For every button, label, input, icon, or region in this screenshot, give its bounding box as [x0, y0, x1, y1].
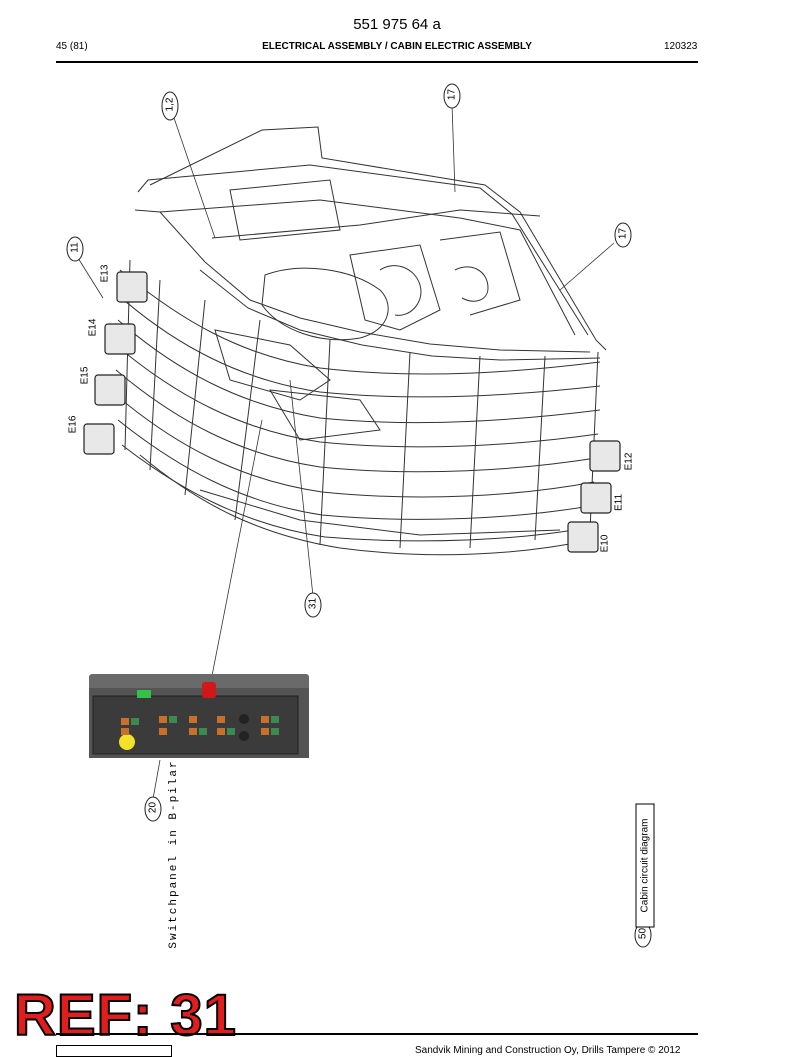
callout-17-top: 17: [446, 88, 458, 101]
callout-1-2: 1,2: [164, 97, 176, 112]
footer-copyright: Sandvik Mining and Construction Oy, Dril…: [415, 1045, 681, 1056]
lamp-label-e14: E14: [87, 318, 99, 337]
switchpanel-image: [89, 674, 309, 758]
page-number: 45 (81): [56, 41, 88, 52]
footer-rule: [56, 1033, 698, 1035]
ref-stamp: REF: 31: [13, 982, 237, 1049]
callout-31: 31: [307, 597, 319, 610]
date-code: 120323: [664, 41, 698, 52]
callout-11: 11: [69, 242, 81, 253]
lamp-label-e13: E13: [99, 264, 111, 283]
document-number: 551 975 64 a: [353, 16, 441, 33]
lamp-label-e15: E15: [79, 366, 91, 385]
lamp-label-e12: E12: [623, 452, 635, 471]
lamp-label-e11: E11: [613, 493, 625, 512]
section-title: ELECTRICAL ASSEMBLY / CABIN ELECTRIC ASS…: [262, 41, 532, 52]
switchpanel-illustration: [89, 682, 309, 758]
lamp-label-e16: E16: [67, 415, 79, 434]
switchpanel-caption: Switchpanel in B-pilar: [168, 759, 180, 949]
header-rule: [56, 61, 698, 63]
lamp-label-e10: E10: [599, 534, 611, 553]
callout-20: 20: [147, 801, 159, 814]
cabin-circuit-diagram-box: Cabin circuit diagram: [635, 803, 655, 928]
company-logo: [56, 1045, 172, 1057]
callout-17-right: 17: [617, 227, 629, 240]
